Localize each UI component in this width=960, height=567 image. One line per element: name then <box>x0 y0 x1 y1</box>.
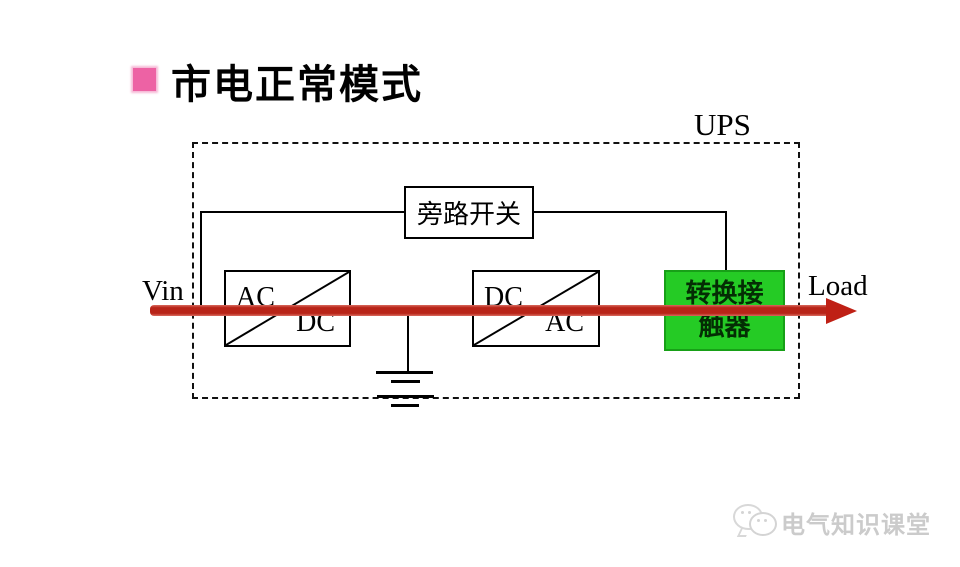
battery-plate-short-2 <box>391 404 419 407</box>
power-flow-arrow-line <box>150 305 834 316</box>
ups-enclosure-label: UPS <box>694 107 751 142</box>
chat-bubble-tail <box>736 528 751 537</box>
input-label-vin: Vin <box>142 275 184 307</box>
transfer-contactor-label: 转换接触器 <box>685 279 764 341</box>
battery-wire-vertical <box>407 310 409 372</box>
bypass-wire-left-horizontal <box>200 211 404 213</box>
watermark: 电气知识课堂 <box>731 500 931 544</box>
power-flow-arrowhead <box>826 298 857 324</box>
chat-bubbles-icon <box>731 500 781 544</box>
bypass-wire-left-vertical <box>200 211 202 310</box>
bypass-switch-box: 旁路开关 <box>404 186 534 239</box>
battery-plate-long-1 <box>376 371 433 374</box>
battery-plate-long-2 <box>377 395 434 398</box>
bypass-wire-right-vertical <box>725 211 727 270</box>
chat-bubble-right <box>749 512 777 536</box>
ups-enclosure-dashed-box <box>192 142 800 399</box>
watermark-text: 电气知识课堂 <box>781 511 931 539</box>
bypass-wire-right-horizontal <box>534 211 727 213</box>
bypass-switch-label: 旁路开关 <box>416 200 521 229</box>
battery-plate-short-1 <box>391 380 420 383</box>
title-bullet-square <box>133 68 156 91</box>
page-title: 市电正常模式 <box>171 62 423 107</box>
output-label-load: Load <box>808 270 868 302</box>
